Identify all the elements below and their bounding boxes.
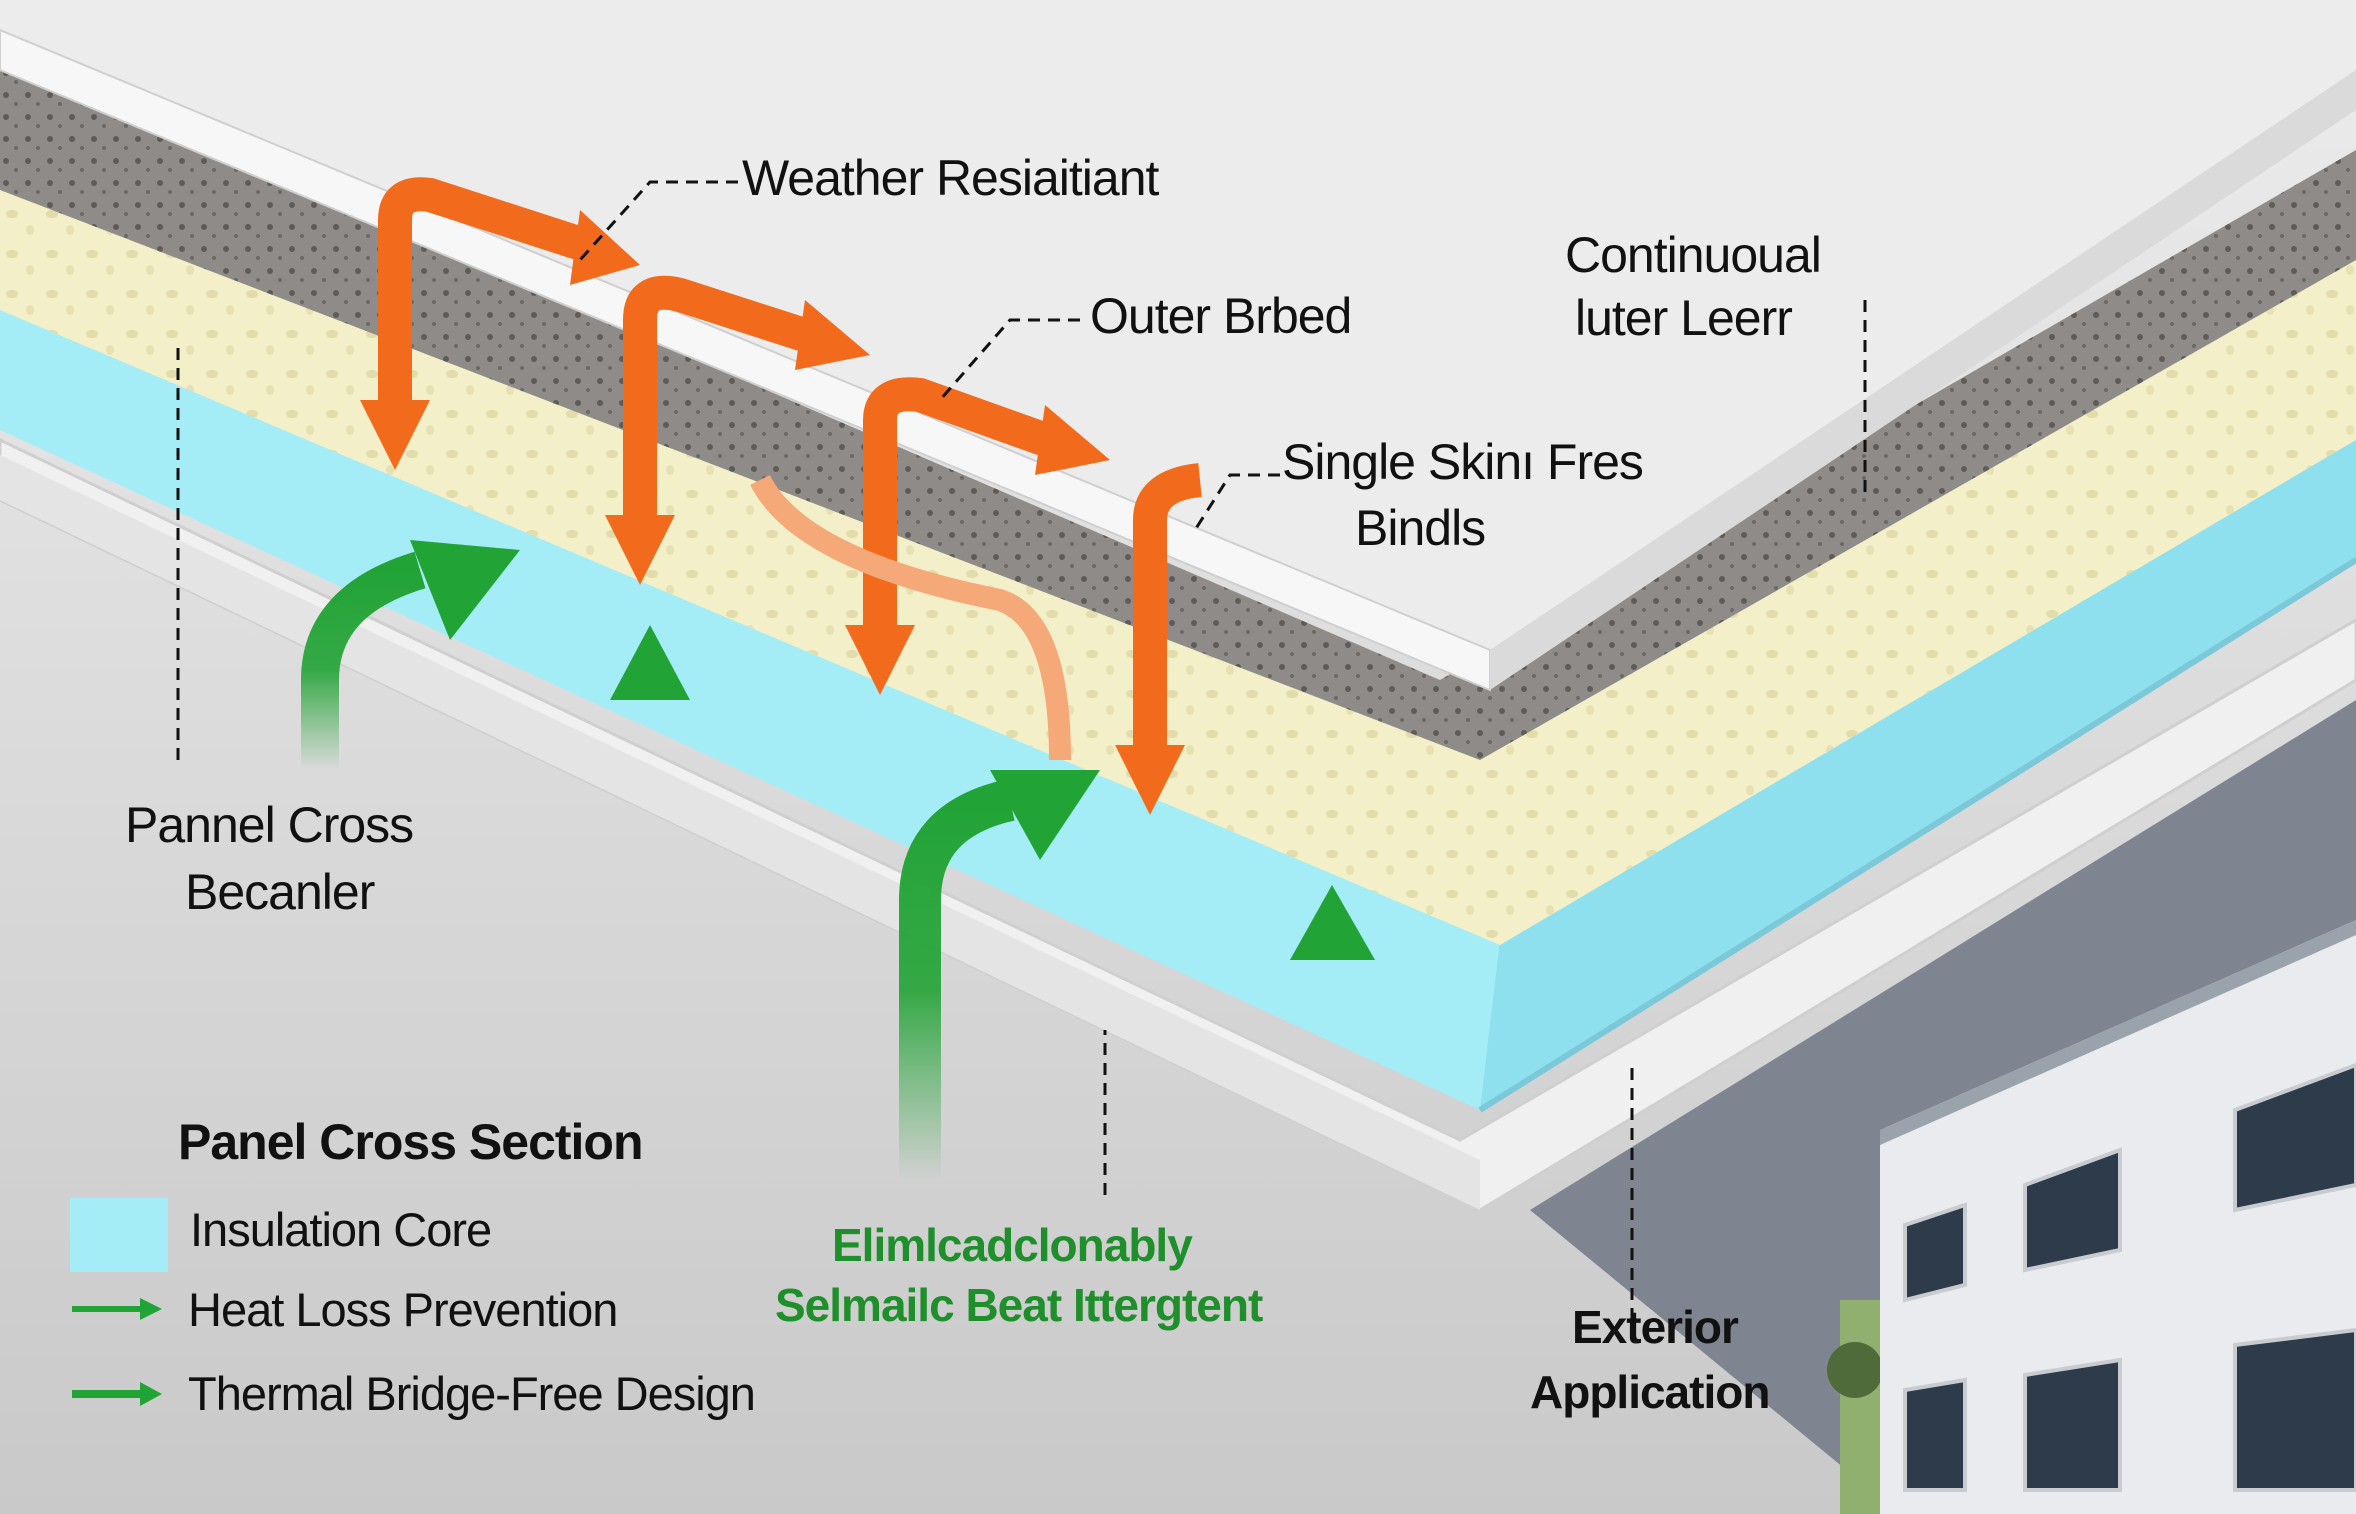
building-photo <box>1827 920 2356 1514</box>
heat-arrows <box>378 177 1203 761</box>
callout-single-skin-line2: Bindls <box>1355 500 1486 556</box>
callout-green-line1: Elimlcadclonably <box>832 1219 1193 1271</box>
callout-green-line2: Selmailc Beat Ittergtent <box>775 1279 1263 1331</box>
callout-exterior-line2: Application <box>1530 1366 1770 1418</box>
insulation-core-layer <box>0 300 2356 1113</box>
callout-pannel-line1: Pannel Cross <box>125 797 414 853</box>
orange-arrow-icon <box>378 177 606 400</box>
green-arrow-icon <box>301 551 426 770</box>
callout-pannel-line2: Becanler <box>185 864 375 920</box>
concrete-layer <box>0 60 2356 760</box>
legend-item-label: Thermal Bridge-Free Design <box>188 1367 756 1420</box>
callout-continuous-line2: luter Leerr <box>1575 290 1793 346</box>
callout-outer-board: Outer Brbed <box>1090 288 1352 344</box>
callout-single-skin-line1: Single Skinı Fres <box>1282 434 1644 490</box>
leader-lines <box>176 180 1867 1320</box>
green-arrow-icon <box>899 779 1016 1180</box>
bottom-channel <box>0 438 2356 1212</box>
foam-layer <box>0 140 2356 945</box>
legend-item-label: Heat Loss Prevention <box>188 1283 618 1336</box>
orange-arrow-icon <box>623 275 826 520</box>
callout-weather-resistant: Weather Resiaitiant <box>742 150 1159 206</box>
insulation-core-swatch <box>70 1198 168 1272</box>
cool-arrows <box>301 540 1375 1180</box>
legend-title: Panel Cross Section <box>178 1114 643 1170</box>
top-panel-skin <box>0 0 2356 692</box>
callout-exterior-line1: Exterior <box>1572 1301 1739 1353</box>
legend-arrows <box>72 1298 162 1406</box>
orange-arrow-icon <box>863 377 1066 630</box>
legend-item-label: Insulation Core <box>190 1203 492 1256</box>
orange-arrow-icon <box>1133 463 1203 750</box>
callout-continuous-line1: Continuoual <box>1565 227 1822 283</box>
